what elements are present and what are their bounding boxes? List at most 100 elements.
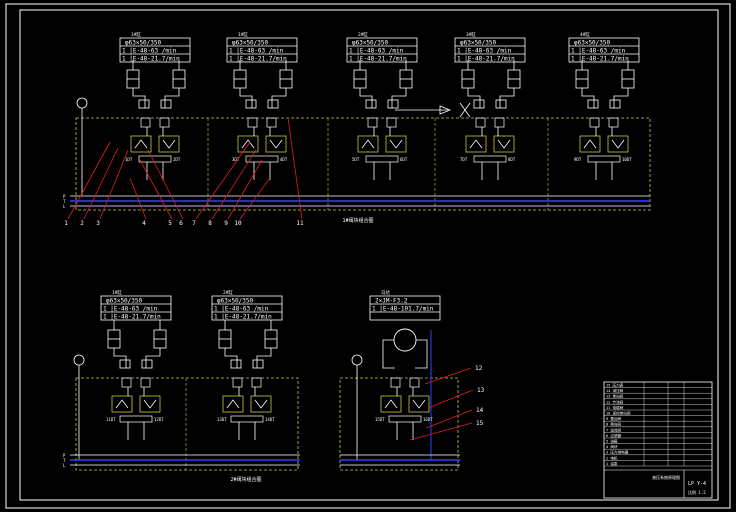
solenoid-block	[365, 155, 399, 163]
spec-box	[119, 37, 191, 63]
solenoid-label: 8DT	[508, 157, 516, 162]
pipe-line	[382, 339, 395, 369]
inner-border	[19, 9, 719, 501]
directional-valve	[130, 135, 152, 153]
parts-list-entry: 2 电机	[606, 455, 618, 460]
callout-number: 5	[168, 220, 172, 227]
callout-number: 2	[80, 220, 84, 227]
pipe-line	[391, 88, 407, 108]
check-valve	[141, 359, 153, 369]
check-valve	[160, 99, 172, 109]
callout-leader	[427, 389, 474, 409]
callout-leader	[425, 409, 473, 429]
flow-spec: 1 |E-48-63 /min	[349, 48, 404, 55]
pilot-check-valve	[247, 117, 258, 128]
callout-number: 3	[96, 220, 100, 227]
cylinder-spec: φ63×50/350	[217, 298, 254, 305]
valve-arrow	[389, 139, 403, 149]
callout-leader	[239, 177, 271, 220]
solenoid-label: 1DT	[125, 157, 133, 162]
flow-spec: 1 |E-48-63 /min	[571, 48, 626, 55]
cylinder-title: 3#缸	[466, 31, 476, 38]
parts-list-entry: 10 液控单向阀	[606, 411, 631, 416]
spec-box	[100, 295, 172, 321]
drawing-number: LP Y-4	[688, 481, 706, 487]
callout-leader	[287, 117, 303, 220]
solenoid-block	[388, 415, 422, 423]
solenoid-label: 3DT	[232, 157, 240, 162]
callout-number: 14	[476, 407, 484, 414]
spec-box	[346, 37, 418, 63]
parts-list-entry: 13 单向阀	[606, 394, 624, 399]
valve-arrow	[611, 139, 625, 149]
solenoid-block	[245, 155, 279, 163]
solenoid-label: 16DT	[423, 417, 433, 422]
callout-number: 9	[224, 220, 228, 227]
parts-list-entry: 5 油箱	[606, 439, 618, 444]
pilot-check-valve	[367, 117, 378, 128]
directional-valve	[357, 135, 379, 153]
solenoid-label: 6DT	[400, 157, 408, 162]
spec-box	[454, 37, 526, 63]
outer-border	[5, 3, 731, 509]
directional-valve	[408, 395, 430, 413]
check-valve	[387, 99, 399, 109]
cylinder-title: 1#缸	[131, 31, 141, 38]
valve-arrow	[384, 399, 398, 409]
bus-label: L	[63, 204, 66, 209]
directional-valve	[222, 395, 244, 413]
check-valve	[267, 99, 279, 109]
pilot-check-valve	[121, 377, 132, 388]
flow-spec: 1 |E-48-21.7/min	[103, 314, 161, 321]
pipe-line	[224, 348, 238, 368]
directional-valve	[111, 395, 133, 413]
pipe-line	[499, 88, 515, 108]
check-valve	[587, 99, 599, 109]
parts-list-entry: 1 油泵	[606, 461, 618, 466]
cylinder-title: 1#缸	[238, 31, 248, 38]
module-captions: 1#阀块组合图 2#阀块组合图	[230, 217, 373, 483]
callout-leader	[424, 367, 472, 385]
solenoid-block	[473, 155, 507, 163]
callout-number: 4	[142, 220, 146, 227]
cylinder-spec: φ63×50/350	[352, 40, 389, 47]
callout-leader	[195, 141, 251, 220]
directional-valve	[385, 135, 407, 153]
pilot-check-valve	[251, 377, 262, 388]
flow-spec: 1 |E-48-63 /min	[457, 48, 512, 55]
module-caption-bottom: 2#阀块组合图	[230, 476, 261, 483]
parts-list-entry: 7 溢流阀	[606, 427, 622, 432]
pipe-line	[239, 88, 253, 108]
pipe-line	[581, 88, 595, 108]
valve-module-frame	[75, 117, 651, 211]
flow-spec: 1 |E-48-63 /min	[214, 306, 269, 313]
pilot-check-valve	[266, 117, 277, 128]
bus-label: T	[63, 458, 66, 463]
directional-valve	[493, 135, 515, 153]
cylinder-spec: φ63×50/350	[460, 40, 497, 47]
flow-spec: 1 |E-48-21.7/min	[571, 56, 629, 63]
solenoid-label: 4DT	[280, 157, 288, 162]
solenoid-label: 11DT	[106, 417, 116, 422]
title-block-frame	[603, 381, 713, 499]
flow-spec: 1 |E-48-101.7/min	[372, 306, 434, 313]
flow-spec: 1 |E-48-63 /min	[122, 48, 177, 55]
directional-valve	[265, 135, 287, 153]
valve-arrow	[115, 399, 129, 409]
directional-valve	[607, 135, 629, 153]
pipe-line	[359, 88, 373, 108]
pilot-check-valve	[475, 117, 486, 128]
valve-arrow	[226, 399, 240, 409]
solenoid-label: 5DT	[352, 157, 360, 162]
pipe-line	[415, 339, 428, 369]
check-valve	[245, 99, 257, 109]
pilot-check-valve	[386, 117, 397, 128]
directional-valve	[237, 135, 259, 153]
pilot-check-valve	[140, 377, 151, 388]
callout-leader	[227, 159, 263, 220]
